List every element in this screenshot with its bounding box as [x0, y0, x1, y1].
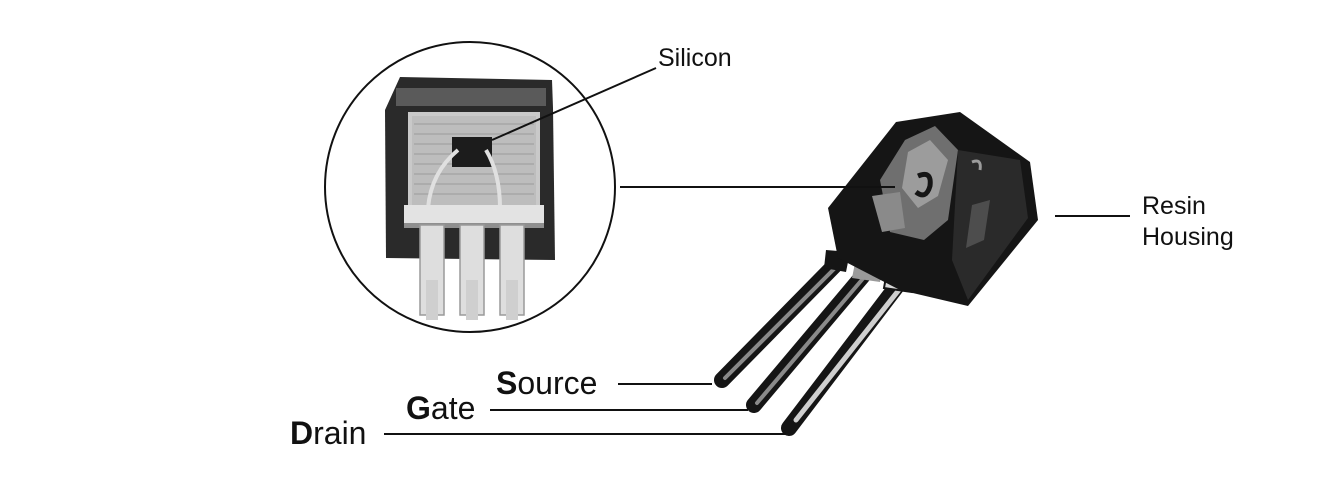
- drain-label: Drain: [290, 417, 366, 449]
- gate-label-initial: G: [406, 390, 431, 426]
- leader-lines: [384, 67, 1130, 435]
- inset-bond-wire: [484, 148, 502, 209]
- silicon-leader-line: [491, 67, 657, 141]
- housing-label: Housing: [1142, 223, 1234, 251]
- drain-label-rest: rain: [313, 415, 367, 451]
- inset-pins: [419, 224, 525, 320]
- inset-bond-wire: [426, 148, 460, 209]
- transistor-package: [714, 112, 1038, 436]
- gate-label: Gate: [406, 392, 475, 424]
- silicon-label: Silicon: [658, 44, 732, 72]
- resin-label: Resin: [1142, 192, 1206, 220]
- source-label: Source: [496, 367, 597, 399]
- magnified-inset: [324, 41, 616, 333]
- inset-lead-frame: [404, 205, 544, 225]
- source-label-rest: ource: [517, 365, 598, 401]
- source-label-initial: S: [496, 365, 518, 401]
- gate-label-rest: ate: [430, 390, 476, 426]
- drain-label-initial: D: [290, 415, 314, 451]
